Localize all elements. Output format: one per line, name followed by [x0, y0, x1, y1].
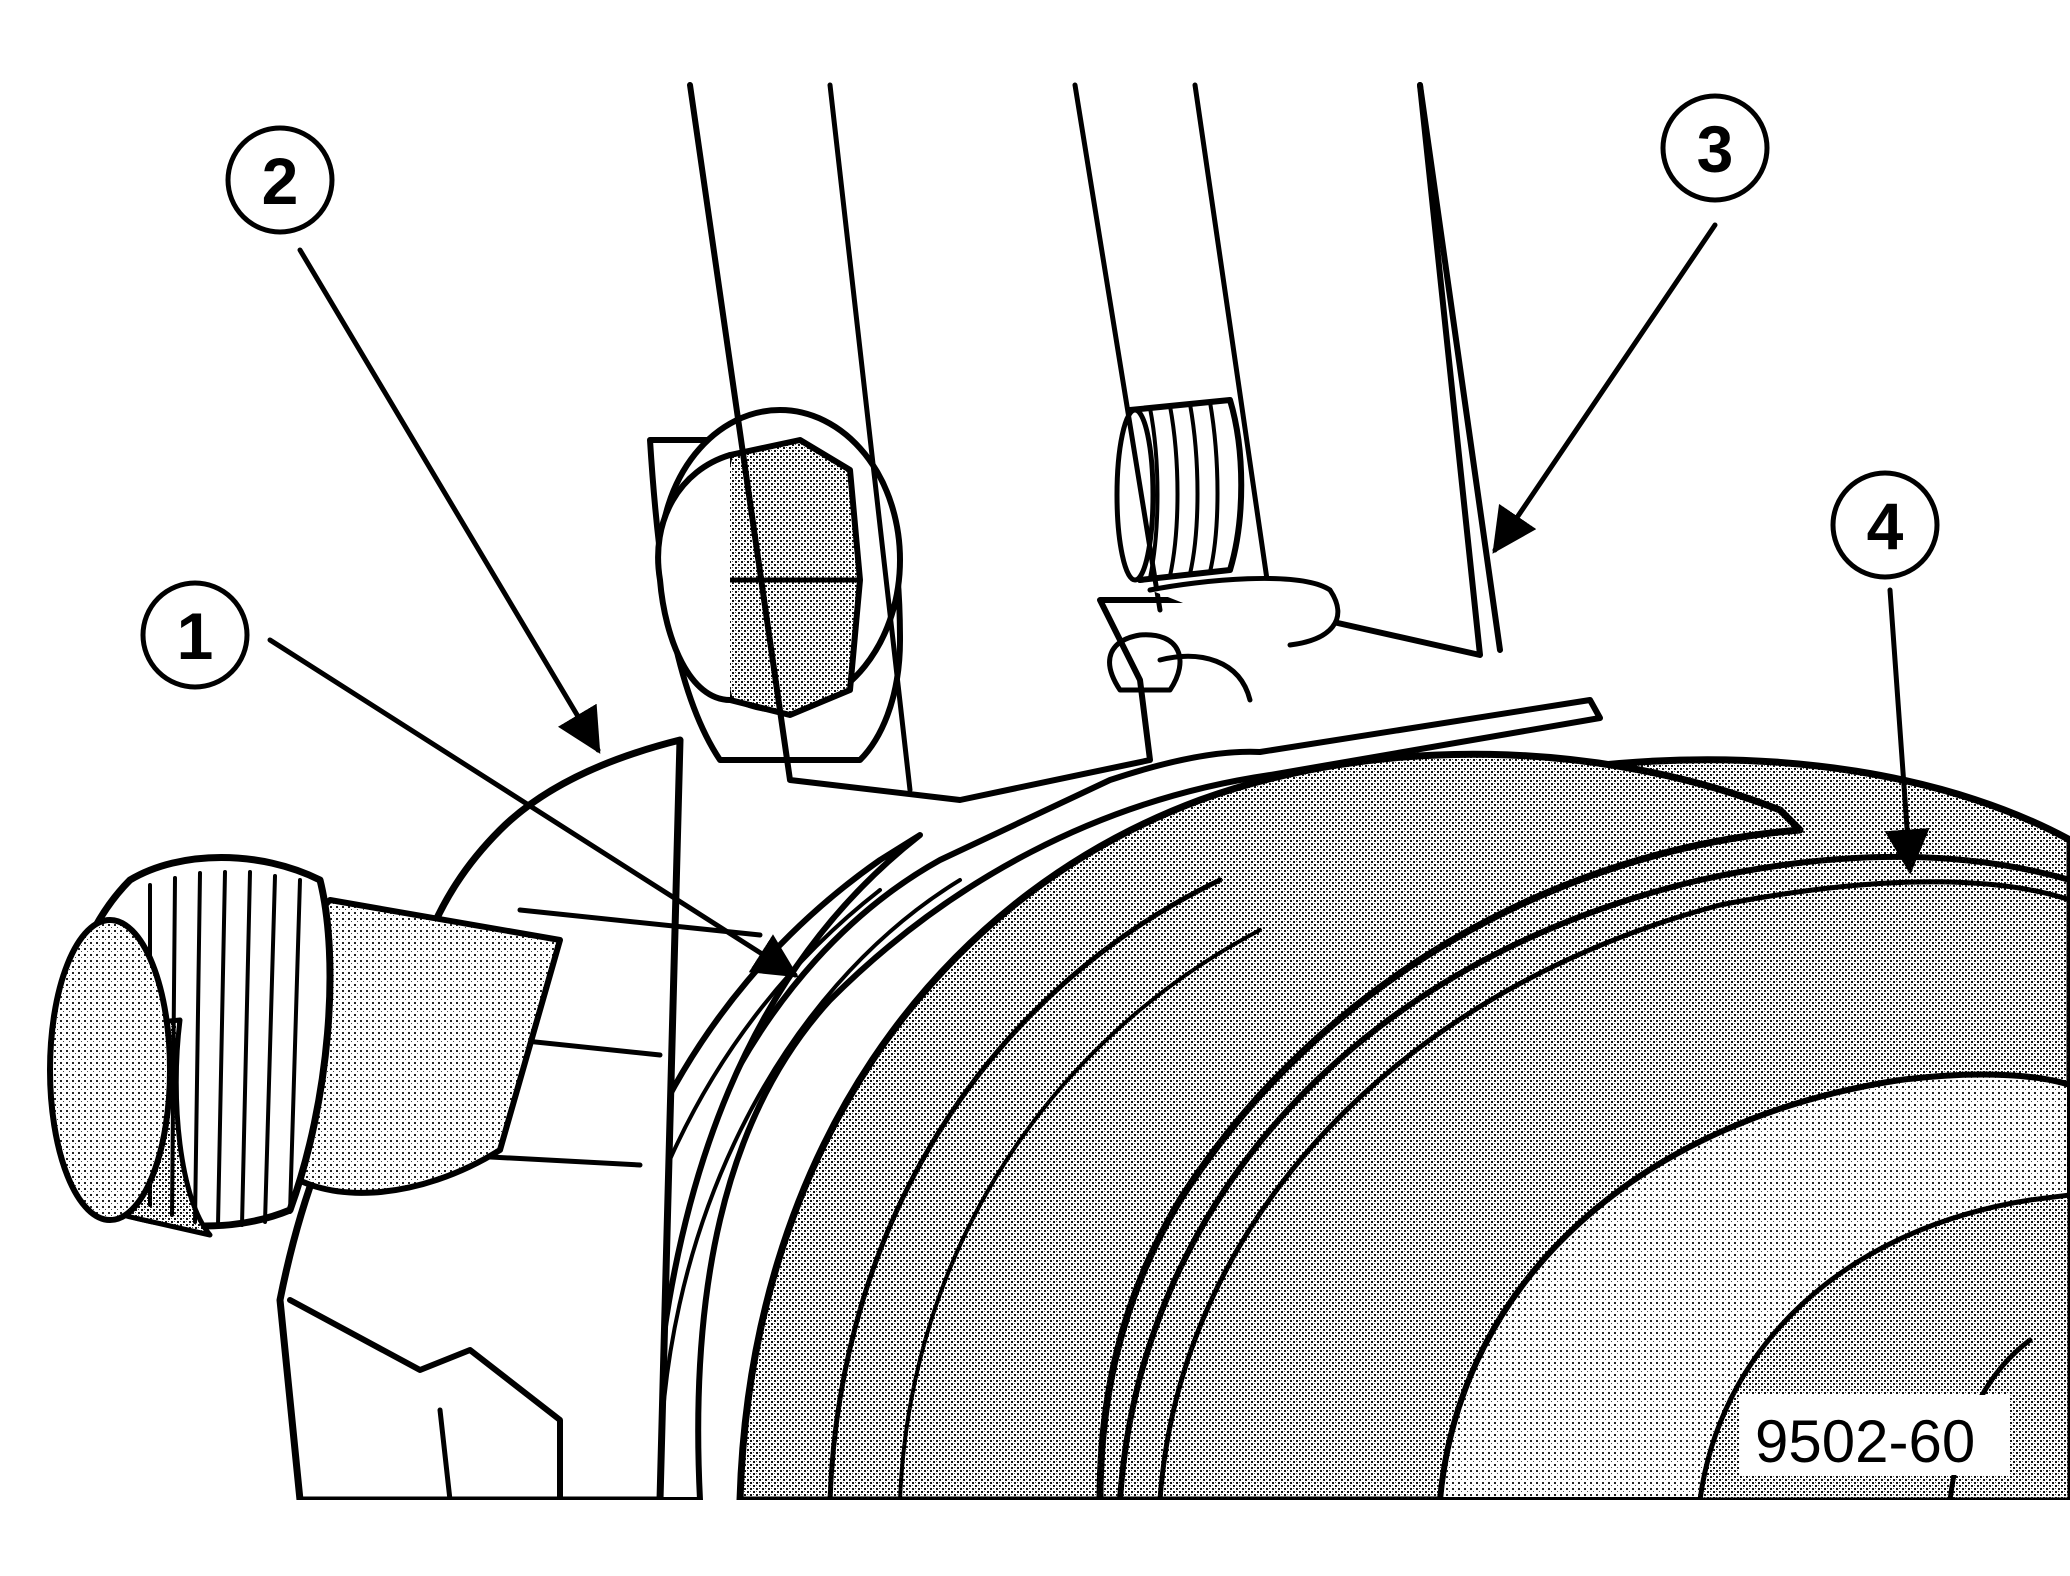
- callout-3: 3: [1660, 93, 1770, 203]
- threaded-stud: [1114, 397, 1245, 583]
- leader-4: [1884, 587, 1930, 875]
- leader-3: [1492, 222, 1718, 554]
- callout-leaders: [267, 222, 1930, 978]
- leader-2: [297, 247, 601, 754]
- callout-1-label: 1: [177, 599, 214, 673]
- bearing-cap-bracket: [687, 82, 1503, 803]
- callout-3-label: 3: [1697, 112, 1734, 186]
- callout-4-label: 4: [1867, 489, 1904, 563]
- figure-id: 9502-60: [1755, 1408, 1975, 1475]
- splined-shaft-end: [47, 854, 334, 1238]
- differential-case: [736, 750, 1804, 1500]
- callout-1: 1: [140, 580, 250, 690]
- leader-1: [267, 637, 799, 978]
- callout-2-label: 2: [262, 144, 299, 218]
- figure-id-backing: [1740, 1395, 2010, 1475]
- callout-2: 2: [225, 125, 335, 235]
- callout-4: 4: [1830, 470, 1940, 580]
- hex-bolt: [647, 407, 903, 763]
